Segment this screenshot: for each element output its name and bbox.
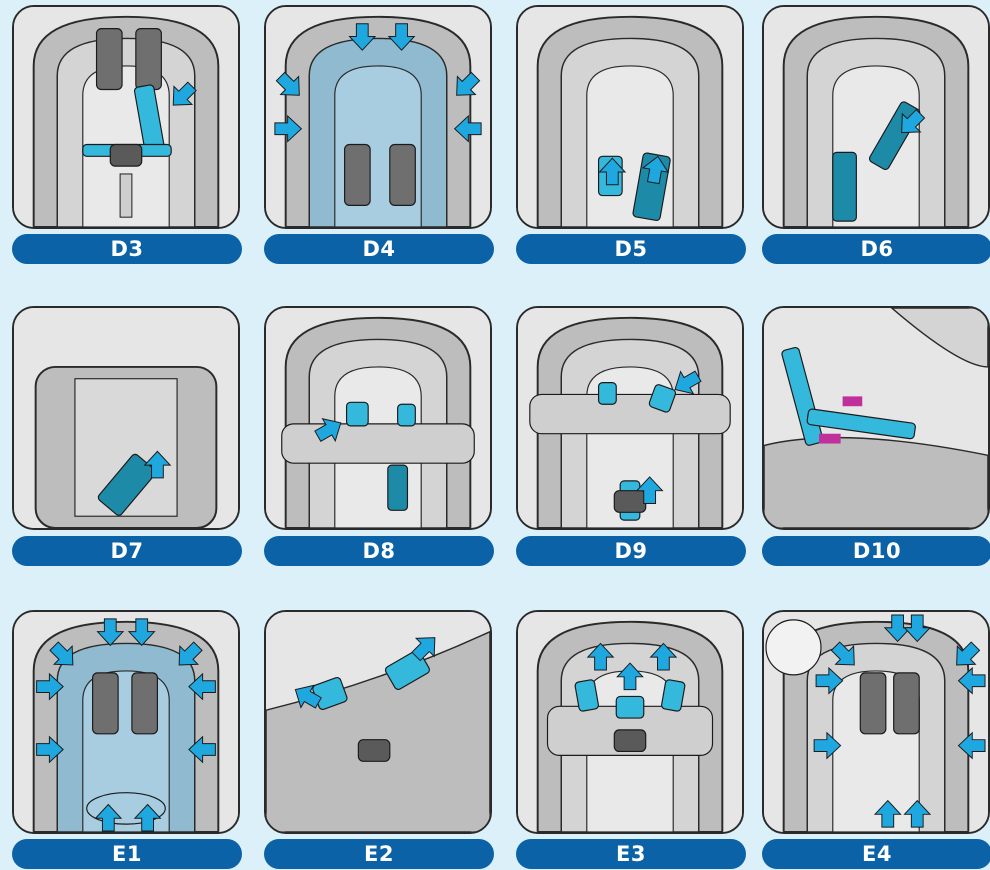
harness-strap: [599, 383, 617, 405]
illustration-d10: [762, 306, 990, 530]
step-label: D9: [516, 536, 746, 566]
shoulder-pad: [860, 673, 886, 734]
adjuster-strap: [120, 174, 132, 217]
step-label: E4: [762, 839, 990, 869]
harness-strap: [575, 679, 599, 711]
harness-strap: [388, 465, 408, 510]
illustration-d3: [12, 5, 240, 229]
illustration-d7: [12, 306, 240, 530]
harness-strap: [347, 402, 369, 426]
shoulder-pad: [390, 145, 416, 206]
illustration-d6: [762, 5, 990, 229]
harness-strap: [398, 404, 416, 426]
step-label: D10: [762, 536, 990, 566]
illustration-d5: [516, 5, 744, 229]
shoulder-pad: [93, 673, 119, 734]
step-label: D5: [516, 234, 746, 264]
harness-strap: [833, 152, 857, 221]
step-label: E2: [264, 839, 494, 869]
shoulder-pad: [97, 29, 123, 90]
harness-plate: [530, 394, 730, 433]
belt-marker: [819, 434, 841, 444]
illustration-e3: [516, 610, 744, 834]
detail-inset: [766, 620, 821, 675]
illustration-d8: [264, 306, 492, 530]
shoulder-pad: [345, 145, 371, 206]
step-label: D4: [264, 234, 494, 264]
illustration-e1: [12, 610, 240, 834]
illustration-e4: [762, 610, 990, 834]
illustration-d9: [516, 306, 744, 530]
buckle: [614, 491, 645, 513]
step-label: D6: [762, 234, 990, 264]
step-label: E3: [516, 839, 746, 869]
step-label: D7: [12, 536, 242, 566]
harness-strap: [661, 679, 685, 711]
shoulder-pad: [136, 29, 162, 90]
shoulder-pad: [894, 673, 920, 734]
harness-strap: [616, 696, 644, 718]
buckle: [358, 740, 389, 762]
step-label: E1: [12, 839, 242, 869]
belt-marker: [843, 396, 863, 406]
illustration-d4: [264, 5, 492, 229]
buckle: [614, 730, 645, 752]
shoulder-pad: [132, 673, 158, 734]
step-label: D8: [264, 536, 494, 566]
harness-plate: [282, 424, 475, 463]
illustration-e2: [264, 610, 492, 834]
seat-base: [764, 438, 988, 528]
step-label: D3: [12, 234, 242, 264]
buckle: [110, 145, 141, 167]
